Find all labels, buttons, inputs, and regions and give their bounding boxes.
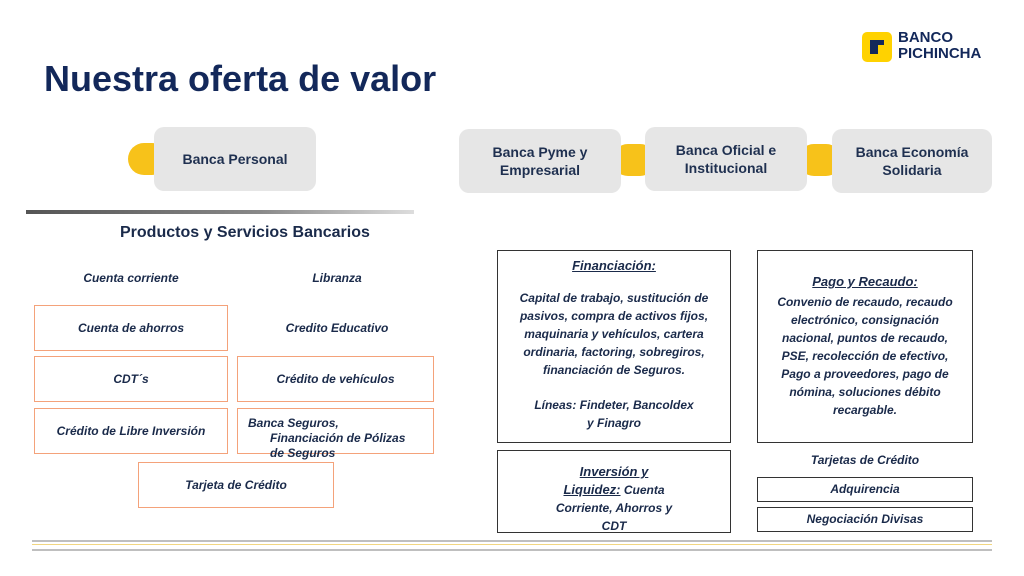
section-title: Productos y Servicios Bancarios — [120, 224, 370, 241]
section-divider — [26, 210, 414, 214]
segment-banca-oficial: Banca Oficial e Institucional — [645, 127, 807, 191]
brand-mark-icon — [862, 32, 892, 62]
oficial-tarjetas-credito: Tarjetas de Crédito — [810, 453, 920, 467]
oficial-adquirencia: Adquirencia — [757, 477, 973, 502]
footer-rule-top — [32, 540, 992, 542]
item-cdts: CDT´s — [34, 356, 228, 402]
item-libranza: Libranza — [312, 271, 362, 285]
segment-banca-solidaria: Banca Economía Solidaria — [832, 129, 992, 193]
footer-rule-bottom — [32, 549, 992, 551]
pyme-financiacion-box: Financiación: Capital de trabajo, sustit… — [497, 250, 731, 443]
item-credito-vehiculos: Crédito de vehículos — [237, 356, 434, 402]
item-cuenta-corriente: Cuenta corriente — [83, 271, 179, 285]
footer-rule-accent — [32, 544, 992, 545]
brand-name: BANCO PICHINCHA — [898, 29, 982, 62]
item-cuenta-ahorros: Cuenta de ahorros — [34, 305, 228, 351]
oficial-negociacion-divisas: Negociación Divisas — [757, 507, 973, 532]
oficial-pago-box: Pago y Recaudo: Convenio de recaudo, rec… — [757, 250, 973, 443]
item-banca-seguros: Banca Seguros, Financiación de Pólizas d… — [237, 408, 434, 460]
item-tarjeta-credito: Tarjeta de Crédito — [138, 462, 334, 508]
item-credito-libre-inversion: Crédito de Libre Inversión — [34, 408, 228, 454]
item-credito-educativo: Credito Educativo — [285, 321, 389, 335]
segment-banca-personal: Banca Personal — [154, 127, 316, 191]
segment-banca-pyme: Banca Pyme y Empresarial — [459, 129, 621, 193]
banco-pichincha-logo: BANCO PICHINCHA — [862, 30, 1002, 64]
pyme-inversion-box: Inversión y Liquidez: Cuenta Corriente, … — [497, 450, 731, 533]
slide-title: Nuestra oferta de valor — [44, 58, 437, 99]
